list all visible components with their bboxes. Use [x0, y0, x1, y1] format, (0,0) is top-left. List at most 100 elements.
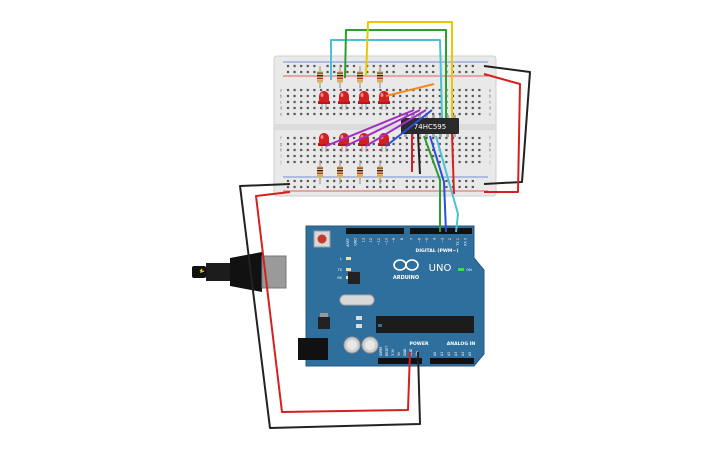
breadboard-hole: [405, 106, 408, 110]
breadboard-hole: [478, 142, 481, 146]
led-l-label: L: [340, 257, 342, 261]
rail-hole: [425, 64, 428, 68]
resistor[interactable]: [357, 166, 363, 178]
resistor[interactable]: [337, 71, 343, 83]
rail-hole: [293, 185, 296, 189]
breadboard-hole: [359, 112, 362, 116]
row-letter: h: [280, 148, 283, 153]
breadboard-hole: [392, 148, 395, 152]
wire-blue-led[interactable]: [385, 109, 433, 147]
breadboard-hole: [385, 160, 389, 164]
rail-hole: [425, 179, 428, 183]
breadboard-hole: [465, 154, 468, 158]
breadboard-hole: [293, 148, 296, 152]
breadboard-hole: [346, 148, 349, 152]
wire-black-right[interactable]: [483, 65, 531, 185]
breadboard-hole: [313, 94, 316, 98]
logo-right-loop: [405, 259, 419, 271]
wire-red-5v[interactable]: [255, 191, 411, 413]
breadboard-hole: [458, 100, 461, 104]
header-pin-label: ~5: [425, 238, 429, 243]
breadboard-hole: [339, 148, 342, 152]
rail-hole: [471, 179, 474, 183]
usb-plug-body: [230, 252, 262, 292]
breadboard-hole: [478, 136, 481, 140]
wire-black-chip[interactable]: [417, 133, 421, 175]
breadboard-hole: [352, 112, 356, 116]
breadboard-hole: [399, 142, 402, 146]
breadboard-hole: [471, 106, 474, 110]
breadboard-hole: [286, 148, 290, 152]
header-pin-label: 13: [361, 238, 365, 242]
breadboard-hole: [306, 106, 309, 110]
rail-hole: [326, 179, 329, 183]
led[interactable]: [319, 133, 329, 144]
resistor[interactable]: [317, 71, 323, 83]
resistor[interactable]: [377, 71, 383, 83]
led-highlight: [320, 93, 324, 97]
breadboard-hole: [392, 142, 395, 146]
chip-pin: [432, 115, 435, 118]
breadboard-hole: [405, 94, 408, 98]
resistor[interactable]: [317, 166, 323, 178]
chip-pin: [453, 115, 456, 118]
wire-black-gnd[interactable]: [239, 183, 421, 429]
chip-pin: [418, 115, 421, 118]
breadboard-hole: [352, 142, 356, 146]
wire-purple-2[interactable]: [345, 109, 421, 147]
reset-button-cap[interactable]: [317, 234, 327, 244]
breadboard-hole: [392, 106, 395, 110]
breadboard-hole: [412, 106, 415, 110]
led[interactable]: [359, 91, 369, 102]
rail-hole: [300, 70, 303, 74]
breadboard-hole: [432, 154, 435, 158]
resistor[interactable]: [357, 71, 363, 83]
breadboard-hole: [352, 88, 356, 92]
breadboard-hole: [352, 106, 356, 110]
breadboard-hole: [326, 148, 329, 152]
wire-blue-data[interactable]: [429, 135, 447, 233]
rail-hole: [306, 70, 309, 74]
breadboard-hole: [425, 94, 428, 98]
breadboard-hole: [465, 88, 468, 92]
wire-purple-1[interactable]: [325, 109, 415, 147]
wire-yellow-top[interactable]: [365, 21, 453, 118]
row-letter: b: [280, 94, 283, 99]
led-highlight: [360, 93, 364, 97]
led[interactable]: [319, 91, 329, 102]
shift-register-chip[interactable]: 74HC595: [401, 115, 459, 137]
rail-hole: [432, 64, 435, 68]
rail-hole: [366, 70, 369, 74]
rail-hole: [385, 179, 389, 183]
row-letter: e: [280, 112, 283, 117]
breadboard-hole: [313, 112, 316, 116]
rail-hole: [405, 70, 408, 74]
row-letter: h: [489, 148, 492, 153]
resistor-band: [377, 75, 383, 77]
breadboard-hole: [293, 160, 296, 164]
wire-red-chip-2[interactable]: [451, 133, 455, 195]
voltage-regulator: [318, 317, 330, 329]
led[interactable]: [339, 91, 349, 102]
rail-hole: [418, 64, 422, 68]
resistor[interactable]: [337, 166, 343, 178]
wire-purple-3[interactable]: [365, 109, 427, 147]
power-pin-label: GND: [409, 348, 413, 356]
wire-orange[interactable]: [385, 83, 435, 97]
rail-hole: [405, 179, 408, 183]
arduino-logo: ARDUINO: [393, 259, 419, 281]
breadboard-hole: [346, 112, 349, 116]
wire-red-right[interactable]: [483, 73, 521, 193]
resistor[interactable]: [377, 166, 383, 178]
wire-cyan-top[interactable]: [330, 39, 443, 119]
breadboard-hole: [306, 100, 309, 104]
resistor-band: [337, 172, 343, 174]
led-highlight: [320, 135, 324, 139]
breadboard-hole: [438, 136, 441, 140]
wire-cyan-data[interactable]: [435, 135, 459, 233]
wire-green-data[interactable]: [423, 135, 441, 232]
breadboard-hole: [313, 160, 316, 164]
breadboard-hole: [445, 160, 448, 164]
wire-green-top[interactable]: [344, 29, 447, 118]
